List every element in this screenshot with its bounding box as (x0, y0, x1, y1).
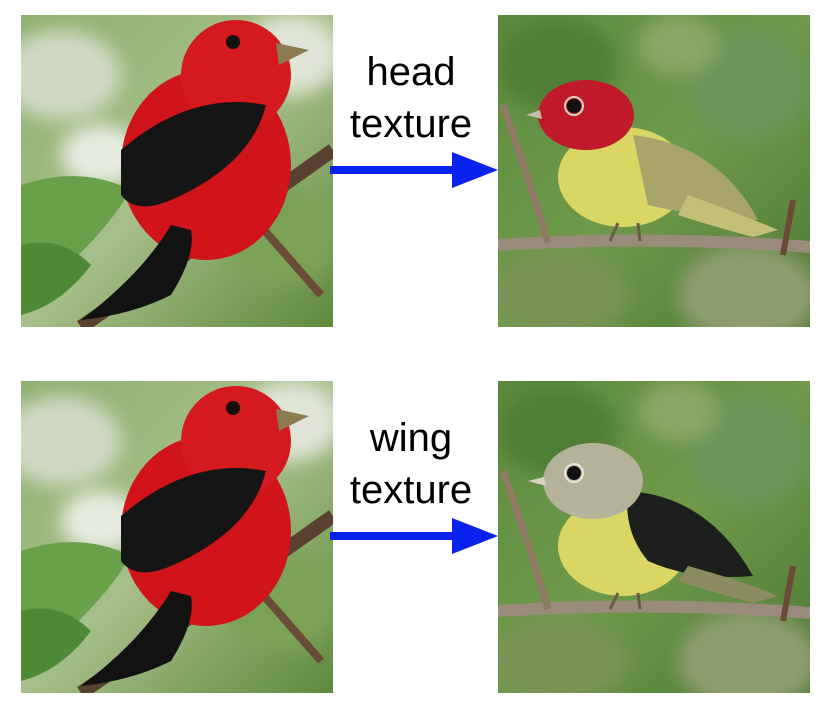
label-line2-row1: texture (349, 102, 473, 146)
arrow-icon-row2 (330, 516, 500, 556)
label-line1-row2: wing (369, 416, 453, 460)
result-bird-image-row2 (498, 381, 810, 693)
label-line2-row2: texture (349, 468, 473, 512)
source-bird-image-row2 (21, 381, 333, 693)
label-line1-row1: head (366, 50, 456, 94)
source-bird-image-row1 (21, 15, 333, 327)
transform-label-row1: head texture (326, 46, 496, 150)
transform-label-row2: wing texture (326, 412, 496, 516)
result-bird-image-row1 (498, 15, 810, 327)
arrow-icon-row1 (330, 150, 500, 190)
